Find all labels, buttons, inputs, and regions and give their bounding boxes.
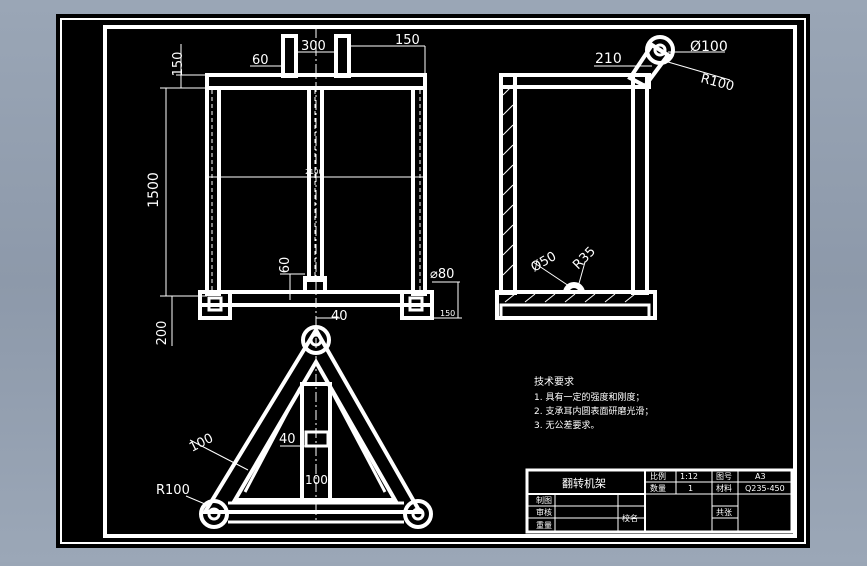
left-boss (199, 499, 229, 529)
drawing-name: 翻转机架 (562, 476, 606, 490)
title-block-text: 翻转机架 比例 1:12 图号 A3 数量 1 材料 Q235-450 制图 审… (536, 471, 785, 530)
dim-150-side: 150 (440, 309, 455, 318)
draw-label: 制图 (536, 495, 552, 505)
scale-value: 1:12 (680, 472, 698, 481)
dim-dia80: ⌀80 (430, 267, 454, 282)
notes-title: 技术要求 (534, 375, 574, 388)
dim-210: 210 (595, 51, 622, 67)
dim-100-center: 100 (305, 473, 328, 487)
count-label: 数量 (650, 483, 666, 493)
notes-item-3: 3. 无公差要求。 (534, 419, 599, 431)
notes-item-2: 2. 支承耳内圆表面研磨光滑； (534, 405, 653, 417)
dim-40-base: 40 (279, 432, 296, 447)
notes-item-1: 1. 具有一定的强度和刚度； (534, 391, 644, 403)
base-view (185, 325, 433, 529)
sheet-background (56, 14, 810, 548)
sheet-label: 图号 (716, 472, 732, 481)
mass-label: 重量 (536, 520, 552, 530)
sheet-value: A3 (755, 472, 766, 481)
side-view (495, 35, 731, 320)
dim-dia100: Ø100 (690, 39, 728, 55)
dim-300: 300 (301, 39, 326, 54)
front-foot-right (400, 290, 434, 320)
front-dim-text: 150 60 300 150 1500 2100 60 ⌀80 150 200 … (146, 33, 455, 345)
dim-60-mid: 60 (278, 257, 293, 274)
check-label: 审核 (536, 507, 552, 517)
scale-label: 比例 (650, 471, 666, 481)
dim-40: 40 (331, 309, 348, 324)
dim-200: 200 (155, 321, 170, 346)
side-ear (645, 35, 675, 65)
dim-center: 2100 (305, 168, 323, 176)
front-foot-left (198, 290, 232, 320)
school-label: 校名 (622, 513, 638, 523)
dim-150-top: 150 (395, 33, 420, 48)
material-label: 材料 (716, 483, 732, 493)
dim-1500: 1500 (146, 172, 162, 208)
triangle-outer (201, 326, 424, 514)
side-bearing (563, 282, 585, 294)
right-boss (403, 499, 433, 529)
front-view (198, 28, 434, 330)
sheet-outer-border (60, 18, 806, 544)
page-label: 共张 (716, 508, 732, 517)
count-value: 1 (688, 484, 693, 493)
material-value: Q235-450 (745, 484, 785, 493)
title-block (525, 468, 794, 534)
dim-60-top: 60 (252, 53, 269, 68)
side-ear-arm (627, 42, 671, 89)
dim-150-left: 150 (171, 52, 186, 77)
base-dim-text: 100 40 100 R100 (156, 431, 328, 498)
front-dimensions (160, 44, 462, 346)
top-boss (301, 325, 331, 355)
dim-r100-base: R100 (156, 483, 190, 498)
technical-notes: 技术要求 1. 具有一定的强度和刚度； 2. 支承耳内圆表面研磨光滑； 3. 无… (534, 375, 653, 431)
sheet-inner-border (103, 25, 797, 538)
